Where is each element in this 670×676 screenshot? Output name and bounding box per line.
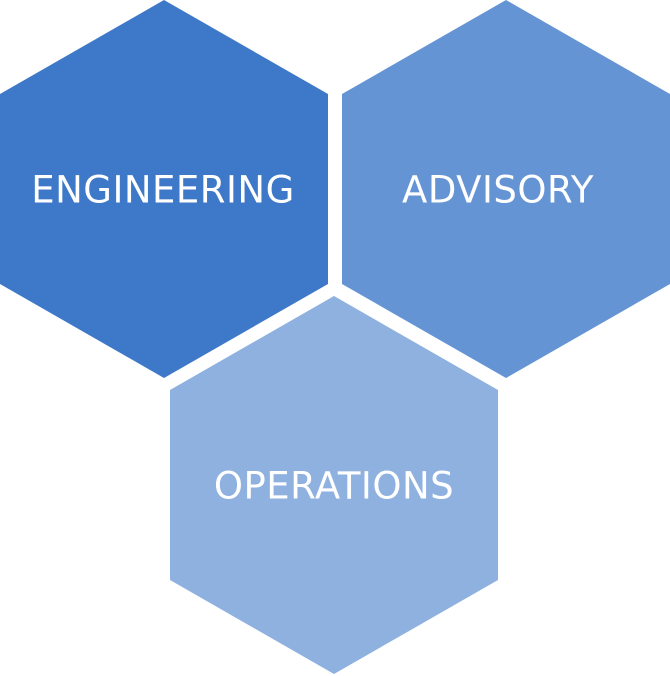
hexagon-engineering: ENGINEERING <box>0 0 328 378</box>
hexagon-advisory: ADVISORY <box>342 0 670 378</box>
hexagon-engineering-shape <box>0 0 328 378</box>
hexagon-advisory-shape <box>342 0 670 378</box>
hexagon-engineering-label: ENGINEERING <box>31 169 295 212</box>
hexagon-operations: OPERATIONS <box>170 296 498 674</box>
hexagon-operations-label: OPERATIONS <box>214 465 454 508</box>
hexagon-advisory-label: ADVISORY <box>402 169 594 212</box>
hexagon-operations-shape <box>170 296 498 674</box>
